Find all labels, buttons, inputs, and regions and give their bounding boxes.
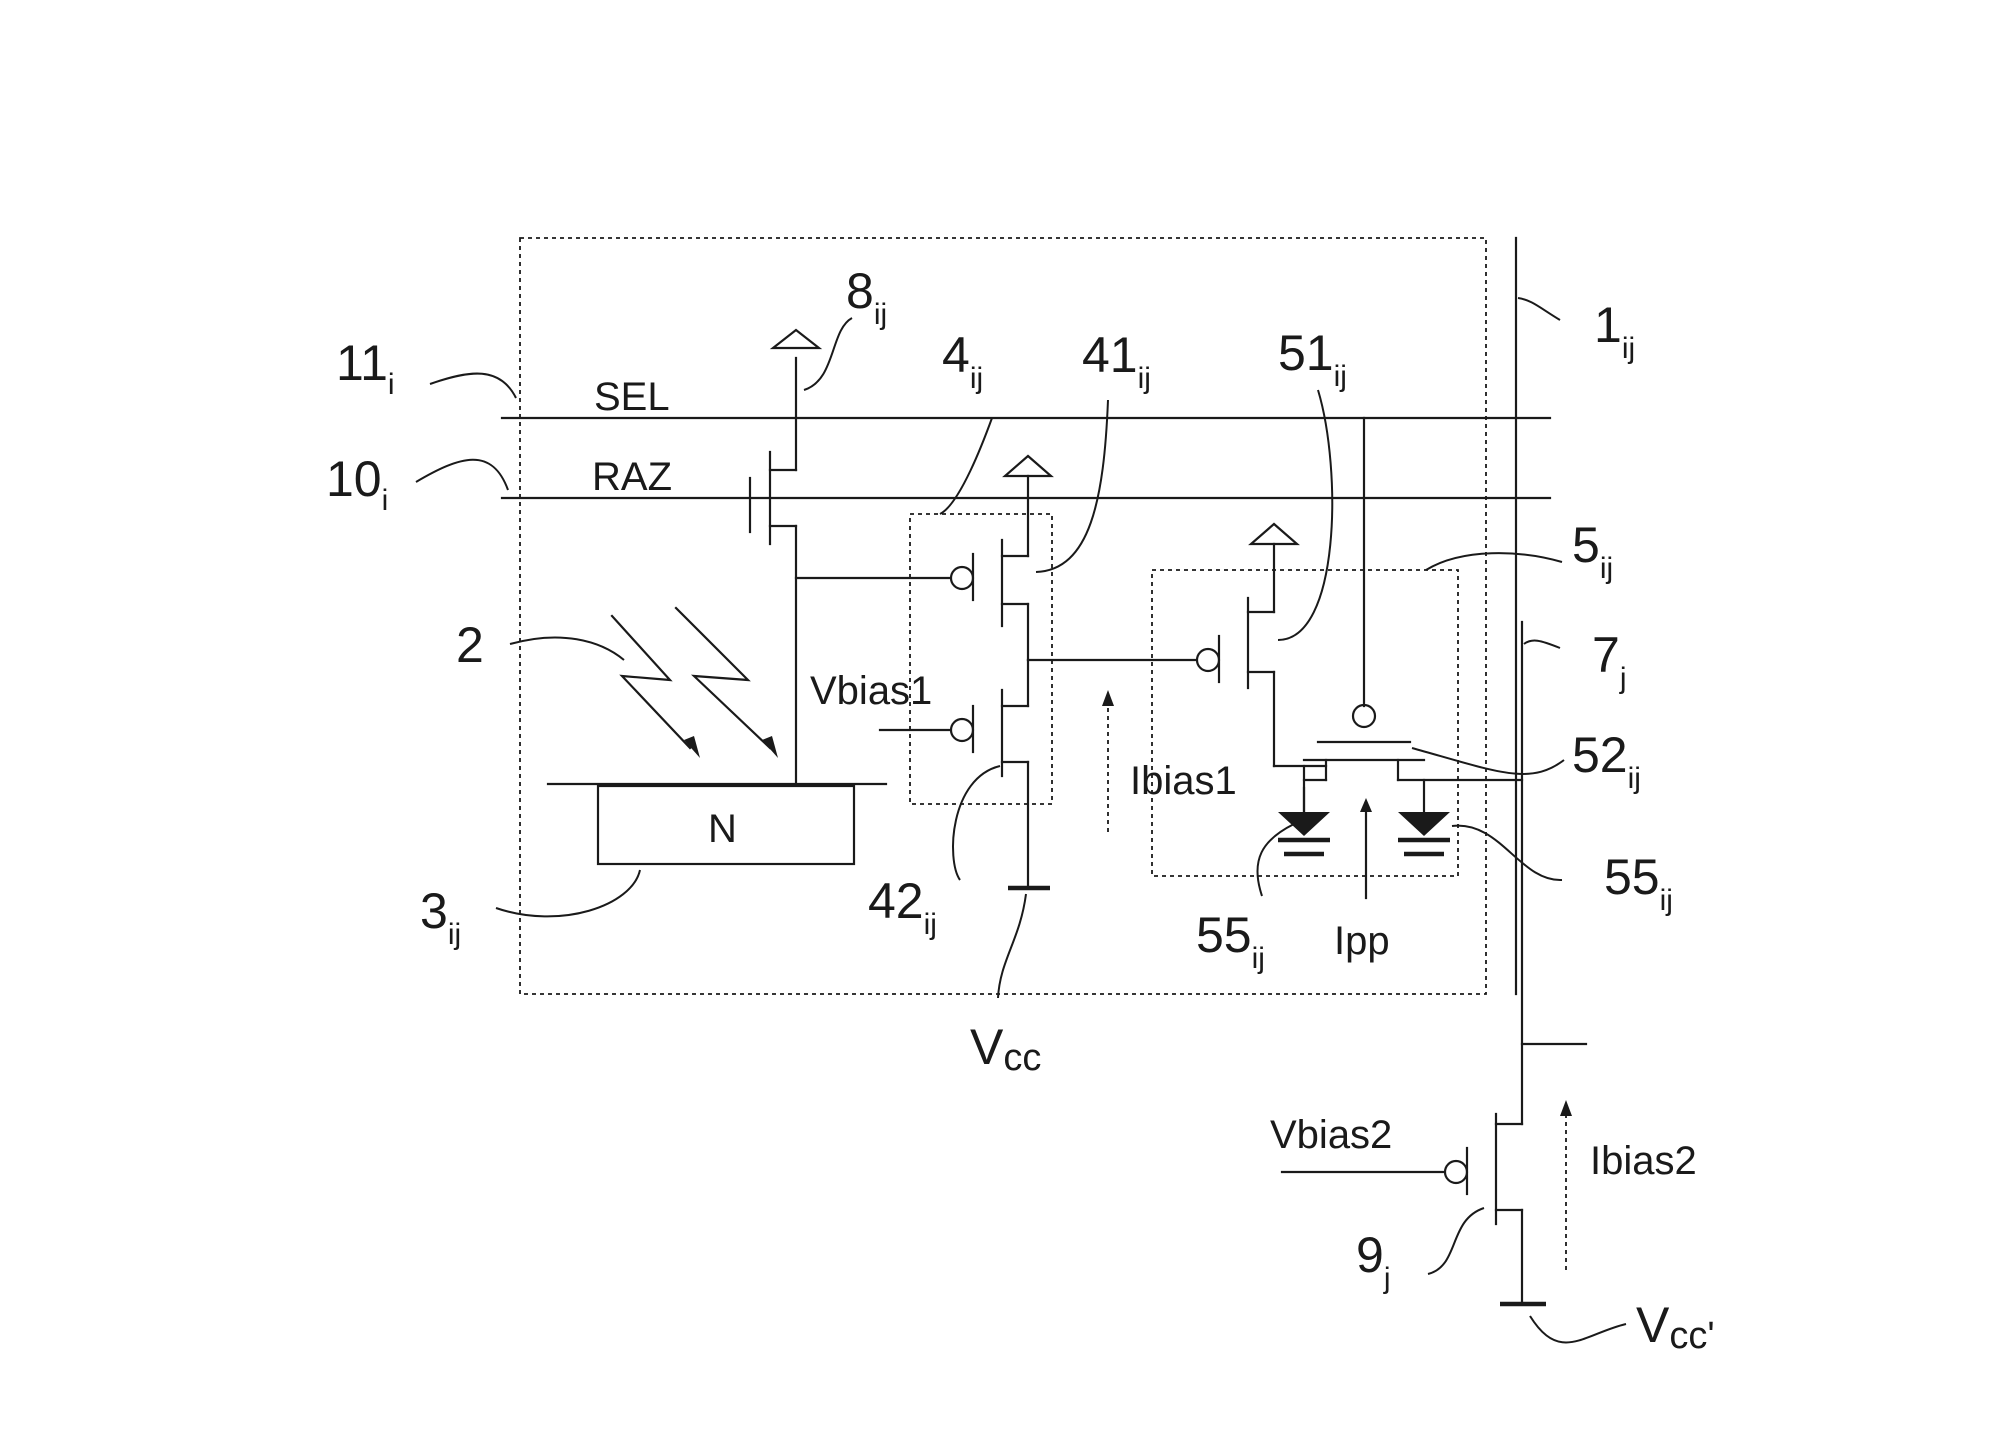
ibias2-label: Ibias2 xyxy=(1590,1139,1697,1183)
diode-left-ref: 55ij xyxy=(1196,907,1265,975)
row-select-ref: 11i xyxy=(336,335,395,401)
amplifier-transistor-41 xyxy=(951,476,1028,660)
amp-transistor1-ref: 41ij xyxy=(1082,327,1151,395)
diode-right-ref: 55ij xyxy=(1604,849,1673,917)
ibias1-label: Ibias1 xyxy=(1130,759,1237,803)
bias-transistor-ref: 9j xyxy=(1356,1227,1390,1295)
amp-transistor2-ref: 42ij xyxy=(868,873,937,941)
photodiode-ref: 3ij xyxy=(420,883,461,951)
vbias2-label: Vbias2 xyxy=(1270,1113,1392,1157)
switch-transistor-52 xyxy=(1304,418,1522,812)
amp-ref: 4ij xyxy=(942,327,983,395)
row-reset-ref: 10i xyxy=(326,451,388,517)
vcc-prime-label: Vcc' xyxy=(1636,1297,1715,1357)
n-region-label: N xyxy=(708,807,737,851)
diode-right xyxy=(1398,780,1450,854)
supply-triangle xyxy=(773,330,819,348)
diode-left xyxy=(1278,788,1330,854)
switch-ref: 52ij xyxy=(1572,727,1641,795)
amp-supply-triangle xyxy=(1005,456,1051,476)
raz-label: RAZ xyxy=(592,455,672,499)
supply-ref: 8ij xyxy=(846,263,887,331)
light-arrows xyxy=(612,608,778,758)
pixel-ref: 1ij xyxy=(1594,297,1635,365)
reset-transistor xyxy=(750,358,796,784)
comparator-supply-triangle xyxy=(1251,524,1297,544)
stage-ref: 5ij xyxy=(1572,517,1613,585)
comparator-ref: 51ij xyxy=(1278,325,1347,393)
light-ref: 2 xyxy=(456,617,484,673)
sel-label: SEL xyxy=(594,375,670,419)
vcc-label: Vcc xyxy=(970,1019,1041,1079)
vbias1-label: Vbias1 xyxy=(810,669,932,713)
ipp-label: Ipp xyxy=(1334,919,1390,963)
comparator-transistor-51 xyxy=(1197,544,1326,766)
column-ref: 7j xyxy=(1592,627,1626,695)
